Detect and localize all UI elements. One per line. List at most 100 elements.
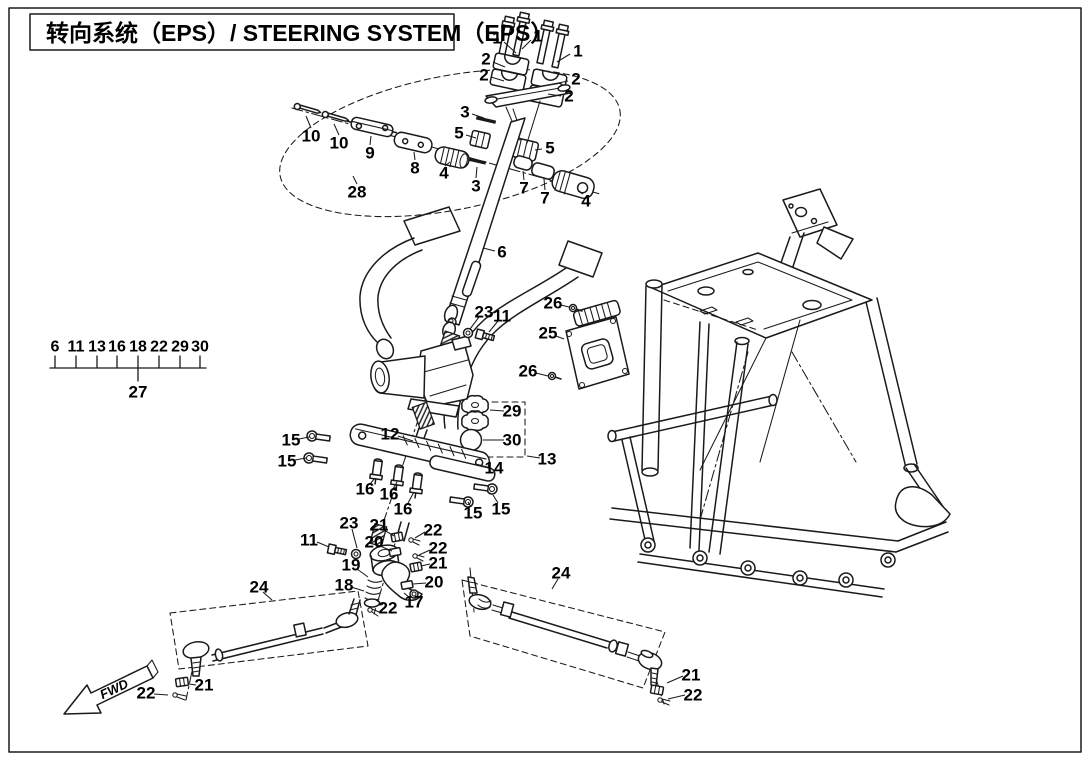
callout-3: 3	[460, 103, 469, 122]
pin-10a	[293, 102, 322, 114]
cotter-22c	[367, 607, 380, 617]
callout-26: 26	[544, 294, 563, 313]
leader-line	[535, 372, 549, 377]
tie-rod-right-24	[461, 576, 671, 706]
legend-number-29: 29	[171, 339, 189, 356]
leader-line	[294, 457, 307, 461]
legend-number-16: 16	[108, 339, 126, 356]
coupler-29	[461, 394, 489, 432]
bolt-1b	[512, 11, 531, 57]
callout-21: 21	[370, 516, 389, 535]
leader-line	[333, 123, 340, 136]
page-border	[8, 7, 1082, 753]
leader-line	[392, 481, 398, 490]
callout-25: 25	[539, 324, 558, 343]
callout-28: 28	[348, 183, 367, 202]
leader-line	[469, 316, 480, 330]
leader-line	[489, 409, 505, 412]
nut-20a	[388, 547, 402, 557]
cotter-22b	[412, 553, 425, 562]
leader-line	[414, 531, 426, 539]
clamp-2b	[489, 68, 527, 92]
leader-line	[503, 41, 517, 54]
callout-17: 17	[405, 593, 424, 612]
clamp-8	[393, 131, 433, 154]
tie-rod-left-24	[169, 590, 369, 701]
bracket-9	[346, 116, 398, 138]
leader-line	[560, 304, 570, 308]
spacer-7b	[531, 162, 555, 180]
callout-16: 16	[356, 480, 375, 499]
leader-line	[444, 161, 451, 167]
callout-12: 12	[381, 425, 400, 444]
callout-19: 19	[342, 556, 361, 575]
callout-20: 20	[365, 533, 384, 552]
washer-23b	[350, 548, 362, 560]
callout-24: 24	[250, 578, 269, 597]
legend-number-18: 18	[129, 339, 147, 356]
leader-line	[420, 563, 431, 567]
callout-29: 29	[503, 402, 522, 421]
callout-2: 2	[571, 70, 580, 89]
leader-line	[521, 39, 532, 50]
callout-21: 21	[429, 554, 448, 573]
joint-fasteners	[462, 327, 496, 342]
leader-line	[475, 166, 478, 179]
callout-21: 21	[682, 666, 701, 685]
legend-group-label: 27	[129, 383, 148, 402]
leader-line	[492, 61, 506, 68]
callout-15: 15	[492, 500, 511, 519]
pin-3a	[475, 116, 497, 124]
leader-line	[351, 528, 358, 549]
leader-line	[352, 175, 358, 185]
leader-line	[667, 694, 686, 700]
callout-5: 5	[545, 139, 554, 158]
leader-line	[356, 568, 369, 578]
callout-2: 2	[481, 50, 490, 69]
cotter-22a	[408, 537, 421, 546]
spacer-7a	[513, 155, 533, 171]
leader-line	[492, 494, 499, 504]
leader-line	[471, 113, 485, 119]
washer-18	[363, 598, 381, 608]
callout-13: 13	[538, 450, 557, 469]
callout-15: 15	[282, 431, 301, 450]
leader-line	[403, 592, 411, 599]
leader-line	[553, 80, 569, 85]
legend-number-11: 11	[68, 339, 85, 356]
leader-line	[369, 477, 376, 485]
pitman-arm-17	[326, 531, 425, 617]
leader-line	[369, 135, 372, 146]
leader-line	[465, 134, 477, 139]
leader-line	[413, 151, 416, 161]
frame-lugs	[640, 537, 896, 588]
spring-19	[364, 579, 383, 601]
plate-bolts-15	[303, 430, 498, 508]
callout-24: 24	[552, 564, 571, 583]
callout-21: 21	[195, 676, 214, 695]
leader-line	[316, 541, 330, 548]
callout-18: 18	[335, 576, 354, 595]
leader-line	[418, 549, 431, 556]
leader-line	[305, 115, 312, 129]
callout-7: 7	[519, 179, 528, 198]
callout-23: 23	[475, 303, 494, 322]
coupler-4b	[551, 170, 595, 200]
leader-line	[482, 247, 496, 252]
callout-1: 1	[492, 29, 501, 48]
bolt-11b	[326, 543, 348, 556]
callout-5: 5	[454, 124, 463, 143]
leader-line	[534, 148, 543, 151]
leader-line	[375, 599, 384, 606]
nut-5a	[469, 129, 491, 150]
callout-2: 2	[479, 66, 488, 85]
leader-line	[153, 693, 169, 696]
nut-20b	[400, 580, 414, 590]
castle-nut-21b	[409, 561, 423, 573]
cotter-22-left	[172, 692, 187, 701]
leader-lines	[153, 39, 686, 700]
leader-line	[490, 76, 505, 82]
